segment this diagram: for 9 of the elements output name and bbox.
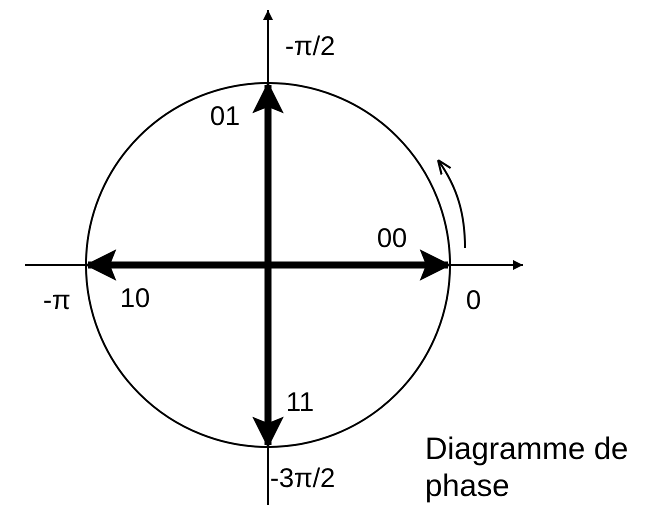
caption: Diagramme de phase: [425, 430, 630, 504]
axis-label: -π: [43, 287, 71, 314]
axis-label: -3π/2: [270, 465, 336, 492]
axis-label: 01: [210, 103, 240, 130]
axis-label: -π/2: [285, 33, 336, 60]
axis-label: 0: [466, 287, 482, 314]
axis-label: 00: [377, 225, 408, 252]
axis-label: 11: [286, 389, 314, 416]
axis-label: 10: [120, 285, 150, 312]
